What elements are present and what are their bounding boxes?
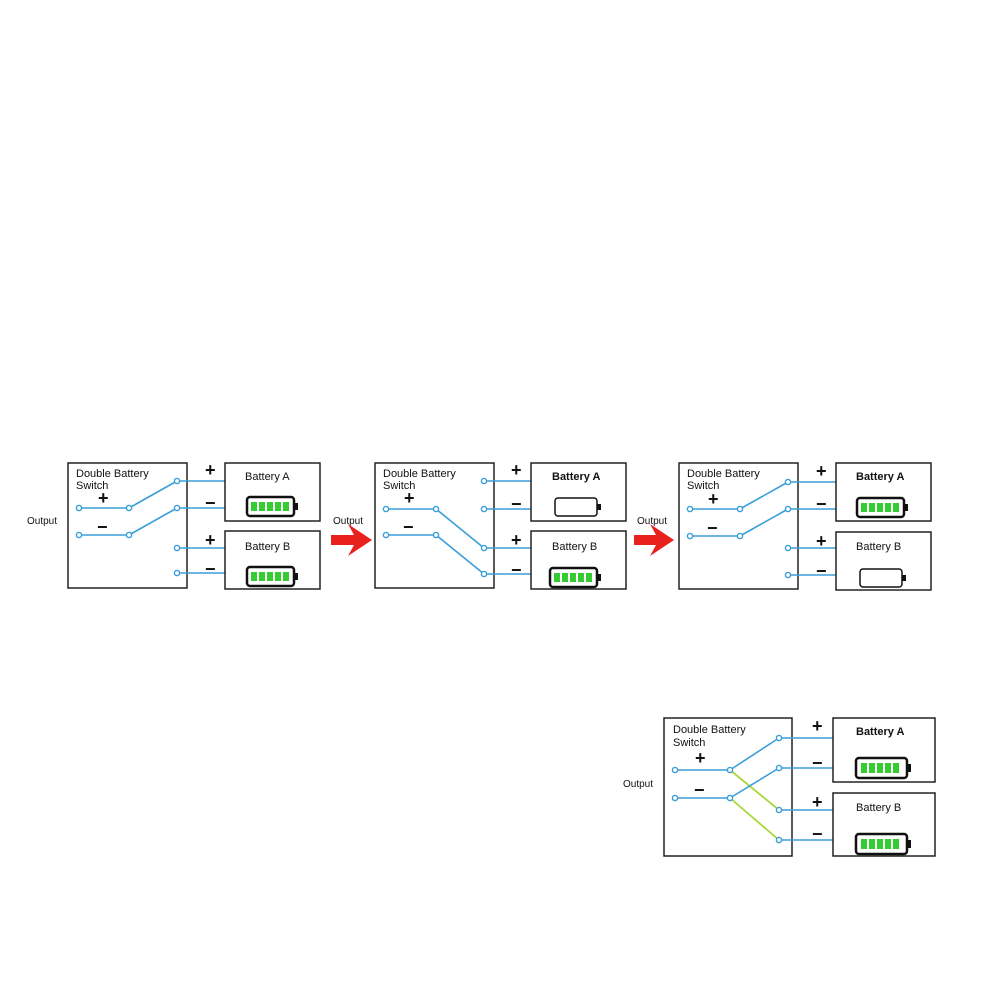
transition-arrow-2: Output	[634, 516, 674, 556]
battery-b-icon	[854, 832, 911, 856]
terminals	[382, 477, 488, 578]
battery-b-icon-empty	[859, 568, 906, 588]
battery-a-icon	[855, 496, 908, 519]
battery-b-plus-sign: +	[205, 530, 216, 550]
battery-b-minus-sign: −	[812, 824, 823, 844]
switch-title-line1: Double Battery	[383, 468, 456, 480]
switch-plus-sign: +	[708, 489, 719, 509]
battery-a-minus-sign: −	[816, 494, 827, 514]
battery-b-label: Battery B	[552, 541, 597, 553]
switch-plus-sign: +	[404, 488, 415, 508]
switch-title-line1: Double Battery	[76, 468, 149, 480]
battery-b-label: Battery B	[856, 541, 901, 553]
battery-b-label: Battery B	[856, 802, 901, 814]
battery-b-charge-cells	[861, 839, 899, 849]
battery-a-charge-cells	[861, 503, 899, 512]
wires	[690, 481, 836, 576]
switch-box	[678, 462, 799, 590]
switch-box	[67, 462, 188, 589]
switch-title-line2: Switch	[687, 480, 719, 492]
battery-a-plus-sign: +	[812, 716, 823, 736]
battery-a-box	[530, 462, 627, 522]
battery-a-plus-sign: +	[205, 460, 216, 480]
battery-a-label: Battery A	[245, 471, 290, 483]
switch-title-line2: Switch	[76, 480, 108, 492]
battery-b-charge-cells	[251, 572, 289, 581]
battery-a-box	[832, 717, 936, 783]
switch-minus-sign: −	[707, 518, 718, 538]
battery-a-plus-sign: +	[511, 460, 522, 480]
panel-2: Double Battery Switch + − + − + − Batter…	[374, 460, 627, 590]
battery-b-label: Battery B	[245, 541, 290, 553]
wires	[79, 480, 225, 574]
switch-title-line2: Switch	[383, 480, 415, 492]
battery-a-label: Battery A	[552, 471, 601, 483]
switch-plus-sign: +	[98, 488, 109, 508]
battery-b-icon	[548, 566, 601, 589]
battery-b-minus-sign: −	[511, 560, 522, 580]
battery-a-plus-sign: +	[816, 461, 827, 481]
output-label: Output	[623, 779, 653, 790]
wires	[386, 480, 531, 575]
battery-a-icon	[854, 756, 911, 780]
battery-a-icon-empty	[554, 497, 601, 517]
arrow-icon	[634, 524, 674, 556]
battery-a-label: Battery A	[856, 726, 905, 738]
switch-minus-sign: −	[694, 780, 705, 800]
arrow-icon	[331, 524, 372, 556]
battery-a-charge-cells	[251, 502, 289, 511]
terminals	[686, 478, 792, 579]
battery-b-plus-sign: +	[812, 792, 823, 812]
switch-title-line2: Switch	[673, 737, 705, 749]
terminals	[75, 477, 181, 577]
battery-a-minus-sign: −	[205, 493, 216, 513]
panel-4: Output Double Battery Switch + − + −	[623, 716, 936, 857]
output-label: Output	[637, 516, 667, 527]
output-label: Output	[333, 516, 363, 527]
battery-b-icon	[245, 565, 298, 588]
battery-a-icon	[245, 495, 298, 518]
switch-minus-sign: −	[97, 517, 108, 537]
panel-3: Double Battery Switch + − + − + − Batter…	[678, 461, 932, 591]
battery-b-plus-sign: +	[511, 530, 522, 550]
wires	[675, 737, 833, 841]
panel-1: Double Battery Switch Output + − + − + −…	[27, 460, 321, 590]
output-label: Output	[27, 516, 57, 527]
battery-a-charge-cells	[861, 763, 899, 773]
battery-a-minus-sign: −	[812, 753, 823, 773]
switch-title-line1: Double Battery	[673, 724, 746, 736]
switch-minus-sign: −	[403, 517, 414, 537]
battery-b-plus-sign: +	[816, 531, 827, 551]
switch-title-line1: Double Battery	[687, 468, 760, 480]
battery-a-label: Battery A	[856, 471, 905, 483]
battery-b-minus-sign: −	[816, 561, 827, 581]
cross-wires	[729, 769, 780, 841]
battery-a-minus-sign: −	[511, 494, 522, 514]
transition-arrow-1: Output	[331, 516, 372, 556]
terminals	[671, 734, 783, 844]
battery-b-minus-sign: −	[205, 559, 216, 579]
switch-box	[374, 462, 495, 589]
battery-b-charge-cells	[554, 573, 592, 582]
switch-plus-sign: +	[695, 748, 706, 768]
